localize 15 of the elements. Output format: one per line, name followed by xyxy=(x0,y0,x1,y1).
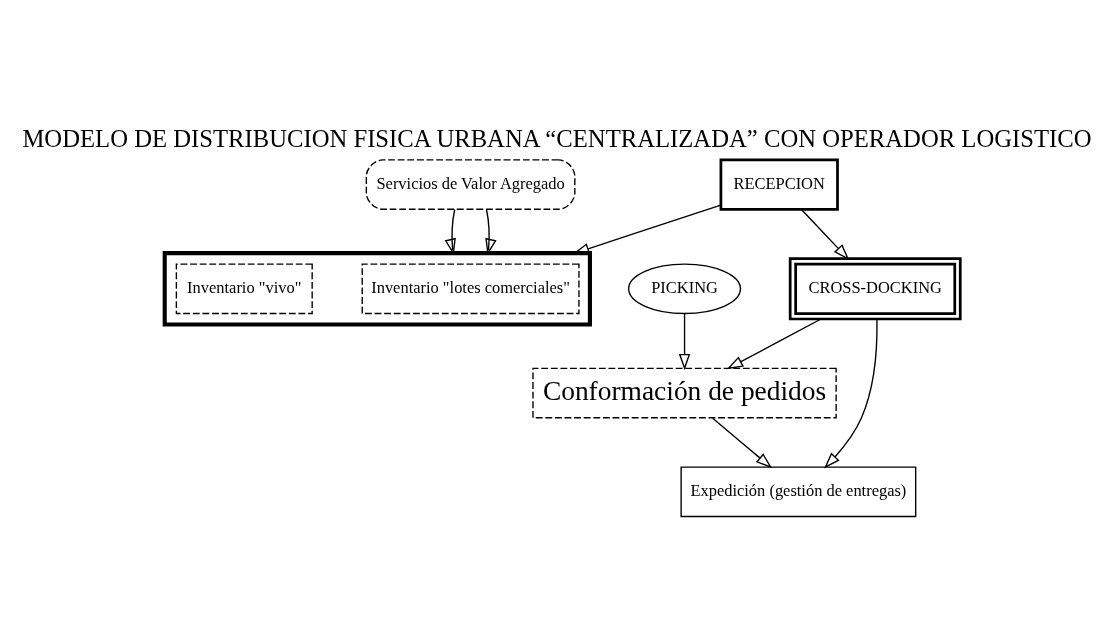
node-box: CROSS-DOCKING xyxy=(788,256,962,320)
arrow xyxy=(800,208,850,260)
node-box: Expedición (gestión de entregas) xyxy=(680,465,917,517)
node-box: Conformación de pedidos xyxy=(532,367,837,418)
node-ellipse: PICKING xyxy=(627,262,742,314)
arrow xyxy=(712,417,773,468)
node-box: Inventario "vivo" xyxy=(175,262,313,314)
node-box: Inventario "lotes comerciales" xyxy=(361,262,580,314)
node-box: Servicios de Valor Agregado xyxy=(365,158,576,210)
cluster xyxy=(162,250,592,327)
node-box: RECEPCION xyxy=(719,158,839,211)
diagram-title: MODELO DE DISTRIBUCION FISICA URBANA “CENTRALIZADA” CON OPERADOR LOGISTICO xyxy=(22,124,1092,152)
arrow xyxy=(824,318,878,468)
arrow xyxy=(726,317,822,369)
arrow xyxy=(678,312,691,370)
